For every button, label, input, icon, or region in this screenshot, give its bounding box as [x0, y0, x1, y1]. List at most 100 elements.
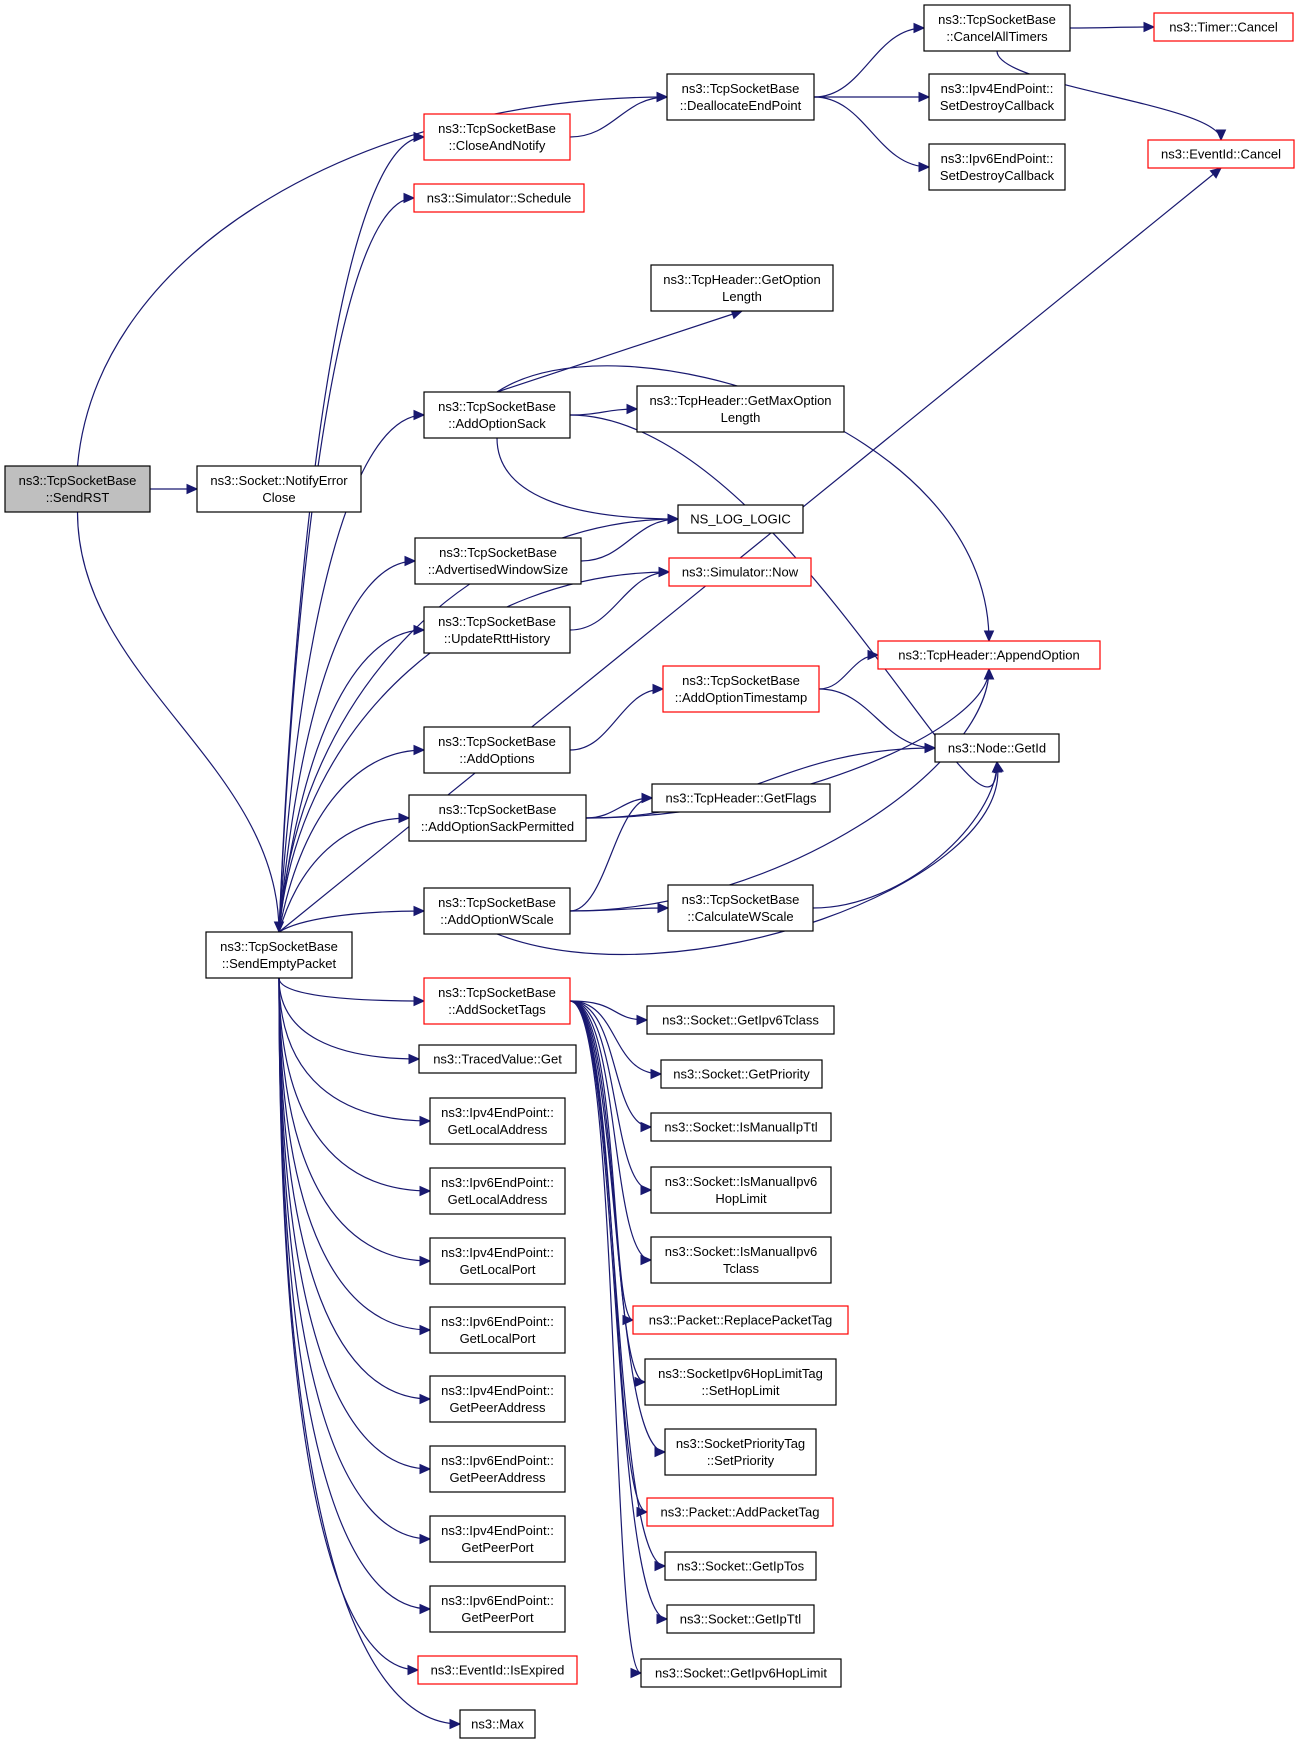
node-closeandnotify[interactable]: ns3::TcpSocketBase::CloseAndNotify: [423, 113, 571, 161]
node-box[interactable]: [423, 606, 571, 654]
node-sendemptypacket[interactable]: ns3::TcpSocketBase::SendEmptyPacket: [205, 931, 353, 979]
node-box[interactable]: [640, 1658, 842, 1688]
node-ipv6getpeerport[interactable]: ns3::Ipv6EndPoint::GetPeerPort: [429, 1585, 566, 1633]
node-addoptionsackpermitted[interactable]: ns3::TcpSocketBase::AddOptionSackPermitt…: [408, 794, 587, 842]
node-ipv4setdestroy[interactable]: ns3::Ipv4EndPoint::SetDestroyCallback: [928, 73, 1066, 121]
node-box[interactable]: [423, 726, 571, 774]
node-getflags[interactable]: ns3::TcpHeader::GetFlags: [651, 783, 831, 813]
node-updaterttHistory[interactable]: ns3::TcpSocketBase::UpdateRttHistory: [423, 606, 571, 654]
node-eventidisexpired[interactable]: ns3::EventId::IsExpired: [417, 1655, 578, 1685]
node-box[interactable]: [877, 640, 1101, 670]
node-box[interactable]: [429, 1167, 566, 1215]
node-box[interactable]: [459, 1709, 536, 1739]
node-box[interactable]: [429, 1097, 566, 1145]
node-box[interactable]: [632, 1305, 849, 1335]
node-box[interactable]: [414, 537, 582, 585]
node-nsloglogic[interactable]: NS_LOG_LOGIC: [677, 504, 804, 534]
node-box[interactable]: [644, 1358, 837, 1406]
node-sethoplimit[interactable]: ns3::SocketIpv6HopLimitTag::SetHopLimit: [644, 1358, 837, 1406]
node-box[interactable]: [429, 1445, 566, 1493]
node-deallocateendpoint[interactable]: ns3::TcpSocketBase::DeallocateEndPoint: [666, 73, 815, 121]
node-box[interactable]: [650, 1236, 832, 1284]
node-ipv4getpeerport[interactable]: ns3::Ipv4EndPoint::GetPeerPort: [429, 1515, 566, 1563]
node-box[interactable]: [423, 977, 571, 1025]
node-getipttl[interactable]: ns3::Socket::GetIpTtl: [666, 1604, 815, 1634]
node-box[interactable]: [1153, 12, 1294, 42]
node-cancelalltimers[interactable]: ns3::TcpSocketBase::CancelAllTimers: [923, 4, 1071, 52]
node-box[interactable]: [668, 557, 812, 587]
node-box[interactable]: [418, 1044, 577, 1074]
node-box[interactable]: [646, 1005, 835, 1035]
node-sendrst[interactable]: ns3::TcpSocketBase::SendRST: [4, 465, 151, 513]
node-box[interactable]: [651, 783, 831, 813]
node-ipv6getlocalport[interactable]: ns3::Ipv6EndPoint::GetLocalPort: [429, 1306, 566, 1354]
node-box[interactable]: [662, 665, 820, 713]
node-getiptos[interactable]: ns3::Socket::GetIpTos: [664, 1551, 817, 1581]
node-box[interactable]: [429, 1375, 566, 1423]
node-box[interactable]: [196, 465, 362, 513]
node-nodegetid[interactable]: ns3::Node::GetId: [934, 733, 1060, 763]
node-addoptionsack[interactable]: ns3::TcpSocketBase::AddOptionSack: [423, 391, 571, 439]
node-box[interactable]: [666, 1604, 815, 1634]
node-replacepackettag[interactable]: ns3::Packet::ReplacePacketTag: [632, 1305, 849, 1335]
node-box[interactable]: [429, 1237, 566, 1285]
node-tracedvalueget[interactable]: ns3::TracedValue::Get: [418, 1044, 577, 1074]
node-simschedule[interactable]: ns3::Simulator::Schedule: [413, 183, 585, 213]
node-box[interactable]: [650, 1112, 832, 1142]
node-box[interactable]: [417, 1655, 578, 1685]
node-ipv4getlocalport[interactable]: ns3::Ipv4EndPoint::GetLocalPort: [429, 1237, 566, 1285]
node-box[interactable]: [1147, 139, 1295, 169]
node-box[interactable]: [934, 733, 1060, 763]
node-eventidcancel[interactable]: ns3::EventId::Cancel: [1147, 139, 1295, 169]
node-box[interactable]: [928, 73, 1066, 121]
node-timercancel[interactable]: ns3::Timer::Cancel: [1153, 12, 1294, 42]
node-box[interactable]: [650, 264, 834, 312]
node-box[interactable]: [667, 884, 814, 932]
node-box[interactable]: [205, 931, 353, 979]
node-addoptionwscale[interactable]: ns3::TcpSocketBase::AddOptionWScale: [423, 887, 571, 935]
node-simnow[interactable]: ns3::Simulator::Now: [668, 557, 812, 587]
node-addsockettags[interactable]: ns3::TcpSocketBase::AddSocketTags: [423, 977, 571, 1025]
node-advwindowsize[interactable]: ns3::TcpSocketBase::AdvertisedWindowSize: [414, 537, 582, 585]
node-box[interactable]: [660, 1059, 823, 1089]
node-ipv6getpeeraddr[interactable]: ns3::Ipv6EndPoint::GetPeerAddress: [429, 1445, 566, 1493]
node-box[interactable]: [923, 4, 1071, 52]
node-calculatewscale[interactable]: ns3::TcpSocketBase::CalculateWScale: [667, 884, 814, 932]
node-ipv4getlocaladdr[interactable]: ns3::Ipv4EndPoint::GetLocalAddress: [429, 1097, 566, 1145]
node-ipv4getpeeraddr[interactable]: ns3::Ipv4EndPoint::GetPeerAddress: [429, 1375, 566, 1423]
node-ipv6setdestroy[interactable]: ns3::Ipv6EndPoint::SetDestroyCallback: [928, 143, 1066, 191]
node-box[interactable]: [423, 887, 571, 935]
node-box[interactable]: [413, 183, 585, 213]
node-box[interactable]: [650, 1166, 832, 1214]
node-box[interactable]: [664, 1551, 817, 1581]
node-ns3max[interactable]: ns3::Max: [459, 1709, 536, 1739]
node-addoptiontimestamp[interactable]: ns3::TcpSocketBase::AddOptionTimestamp: [662, 665, 820, 713]
node-box[interactable]: [666, 73, 815, 121]
node-box[interactable]: [423, 391, 571, 439]
node-box[interactable]: [928, 143, 1066, 191]
node-ismanualipttl[interactable]: ns3::Socket::IsManualIpTtl: [650, 1112, 832, 1142]
node-box[interactable]: [408, 794, 587, 842]
node-addpackettag[interactable]: ns3::Packet::AddPacketTag: [646, 1497, 834, 1527]
node-setpriority[interactable]: ns3::SocketPriorityTag::SetPriority: [664, 1428, 817, 1476]
node-appendoption[interactable]: ns3::TcpHeader::AppendOption: [877, 640, 1101, 670]
node-box[interactable]: [646, 1497, 834, 1527]
node-box[interactable]: [423, 113, 571, 161]
node-getpriority[interactable]: ns3::Socket::GetPriority: [660, 1059, 823, 1089]
node-box[interactable]: [677, 504, 804, 534]
node-box[interactable]: [664, 1428, 817, 1476]
node-ipv6getlocaladdr[interactable]: ns3::Ipv6EndPoint::GetLocalAddress: [429, 1167, 566, 1215]
node-box[interactable]: [429, 1585, 566, 1633]
node-box[interactable]: [4, 465, 151, 513]
node-box[interactable]: [429, 1515, 566, 1563]
node-getipv6hoplimit[interactable]: ns3::Socket::GetIpv6HopLimit: [640, 1658, 842, 1688]
node-box[interactable]: [429, 1306, 566, 1354]
node-getipv6tclass[interactable]: ns3::Socket::GetIpv6Tclass: [646, 1005, 835, 1035]
node-box[interactable]: [636, 385, 845, 433]
node-addoptions[interactable]: ns3::TcpSocketBase::AddOptions: [423, 726, 571, 774]
